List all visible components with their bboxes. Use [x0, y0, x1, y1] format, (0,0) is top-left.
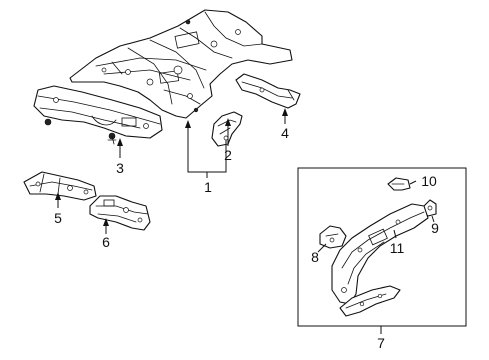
callout-4: 4	[281, 125, 289, 141]
bracket-part-2[interactable]	[211, 111, 243, 147]
callout-1: 1	[204, 179, 212, 195]
crossmember-part-3[interactable]	[33, 85, 163, 145]
callout-6: 6	[102, 234, 110, 250]
callout-10: 10	[421, 173, 437, 189]
callout-5: 5	[54, 210, 62, 226]
bracket-part-5[interactable]	[23, 171, 97, 201]
leader-lines	[55, 108, 435, 334]
support-bracket-part-4[interactable]	[235, 73, 301, 109]
rear-floor-pan[interactable]	[69, 9, 293, 119]
callout-8: 8	[311, 249, 319, 265]
rail-extension-part-6[interactable]	[89, 195, 151, 231]
callout-11: 11	[390, 240, 405, 256]
callout-7: 7	[377, 335, 385, 351]
callout-2: 2	[224, 147, 232, 163]
clip-part-10[interactable]	[387, 177, 411, 191]
callout-3: 3	[116, 160, 124, 176]
callout-9: 9	[431, 220, 439, 236]
rail-extension-lower[interactable]	[339, 285, 401, 317]
gusset-part-8[interactable]	[319, 225, 347, 249]
inset-frame-group-7	[297, 167, 467, 327]
